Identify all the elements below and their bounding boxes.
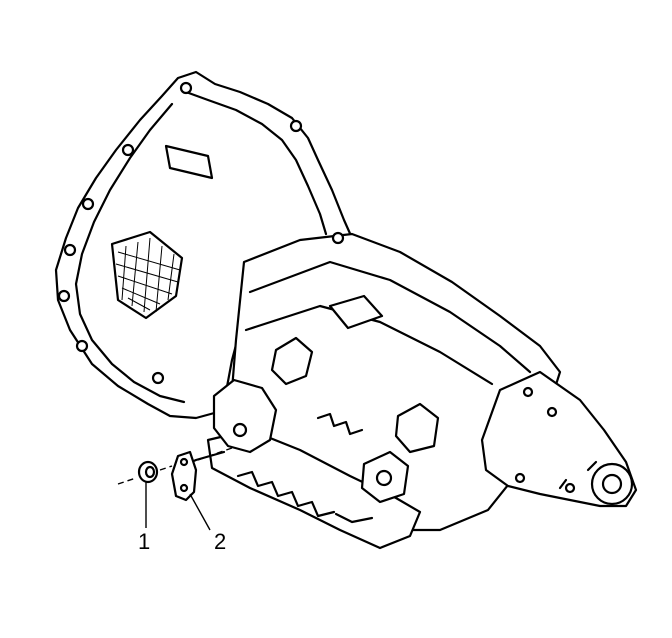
case-band-2 (244, 304, 494, 386)
leader-line-2 (189, 493, 211, 531)
case-plate (328, 294, 384, 330)
bell-housing-rim (74, 90, 328, 404)
top-recess (164, 144, 214, 180)
callout-1: 1 (138, 529, 151, 554)
sensor-boss-2 (394, 402, 440, 454)
exploded-centerline (117, 447, 233, 485)
case-band (248, 260, 532, 374)
detent-lever (212, 378, 278, 454)
manual-shaft (232, 422, 248, 438)
output-shaft-bore (601, 473, 623, 495)
callout-2: 2 (214, 529, 227, 554)
cable-spring (236, 470, 336, 518)
cable-spring-2 (316, 412, 364, 436)
washer-plate (170, 450, 198, 502)
sensor-boss-1 (270, 336, 314, 386)
